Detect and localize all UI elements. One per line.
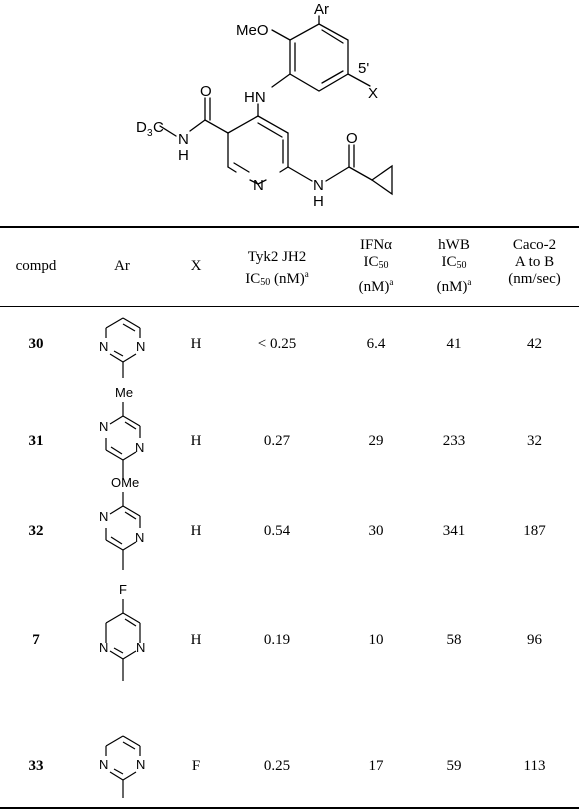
cell-tyk2: 0.54	[263, 523, 291, 539]
cell-compd: 30	[28, 336, 44, 352]
ar-structure-methoxypyrazinyl: OMe N N	[99, 475, 144, 570]
label-five-prime: 5'	[358, 60, 369, 77]
cell-hwb: 59	[446, 758, 462, 774]
label-x: X	[368, 85, 378, 102]
ar-n-left: N	[99, 757, 108, 772]
ar-structure-methylpyrazinyl: Me N N	[99, 385, 144, 480]
cell-x: H	[190, 433, 202, 449]
label-meo: MeO	[236, 22, 269, 39]
cell-compd: 32	[28, 523, 44, 539]
table-header-rule	[0, 306, 579, 307]
label-o-left: O	[200, 83, 212, 100]
cell-tyk2: 0.25	[263, 758, 291, 774]
cell-tyk2: < 0.25	[257, 336, 297, 352]
label-ar: Ar	[314, 1, 329, 18]
cell-ifn: 17	[368, 758, 384, 774]
header-x: X	[190, 258, 202, 274]
cell-tyk2: 0.19	[263, 632, 291, 648]
cell-x: H	[190, 523, 202, 539]
label-hn-top: HN	[244, 89, 266, 106]
ar-n-lower: N	[135, 440, 144, 455]
label-o-right: O	[346, 130, 358, 147]
cell-hwb: 341	[442, 523, 466, 539]
cell-compd: 31	[28, 433, 44, 449]
label-n-amide: N	[178, 131, 189, 148]
label-nh-h: H	[313, 193, 324, 210]
cell-ifn: 10	[368, 632, 384, 648]
cell-x: F	[191, 758, 201, 774]
cell-x: H	[190, 336, 202, 352]
label-n-ring: N	[253, 177, 264, 194]
cell-hwb: 41	[446, 336, 462, 352]
cell-compd: 33	[28, 758, 44, 774]
benzene-ring	[289, 23, 349, 92]
ar-structure-pyrimidin-2-yl: N N	[99, 735, 145, 798]
cell-ifn: 30	[368, 523, 384, 539]
ar-n-right: N	[136, 640, 145, 655]
label-d3c-c: C	[153, 119, 164, 136]
label-nh-n: N	[313, 177, 324, 194]
ar-n-left: N	[99, 339, 108, 354]
ar-substituent: OMe	[111, 475, 139, 490]
cell-caco2: 32	[527, 433, 542, 449]
header-hwb: hWB IC50 (nM)a	[436, 237, 472, 295]
label-d3c-sub: 3	[147, 128, 153, 139]
cell-caco2: 187	[523, 523, 546, 539]
ar-n-upper: N	[99, 419, 108, 434]
ar-substituent: F	[119, 582, 127, 597]
scaffold-structure: Ar MeO HN 5' X O D 3 C N H N N H O	[136, 1, 393, 210]
header-compd: compd	[15, 258, 57, 274]
ar-n-left: N	[99, 640, 108, 655]
cell-hwb: 233	[442, 433, 466, 449]
label-h-amide: H	[178, 147, 189, 164]
cell-hwb: 58	[446, 632, 462, 648]
cell-ifn: 6.4	[366, 336, 386, 352]
table-bottom-rule	[0, 807, 579, 809]
ar-structure-pyrimidin-2-yl: N N	[99, 317, 145, 378]
label-d3c-d: D	[136, 119, 147, 136]
ar-structure-fluoropyrimidinyl: F N N	[99, 582, 145, 681]
header-caco2: Caco-2 A to B (nm/sec)	[508, 237, 561, 287]
cell-caco2: 42	[527, 336, 542, 352]
header-ifn: IFNα IC50 (nM)a	[358, 237, 394, 295]
cell-x: H	[190, 632, 202, 648]
header-tyk2: Tyk2 JH2 IC50 (nM)a	[245, 249, 309, 288]
ar-n-right: N	[136, 757, 145, 772]
cell-ifn: 29	[368, 433, 384, 449]
ar-n-right: N	[136, 339, 145, 354]
header-ar: Ar	[114, 258, 130, 274]
ar-substituent: Me	[115, 385, 133, 400]
table-top-rule	[0, 226, 579, 228]
cell-compd: 7	[32, 632, 40, 648]
ar-n-lower: N	[135, 530, 144, 545]
cell-caco2: 113	[523, 758, 546, 774]
cell-tyk2: 0.27	[263, 433, 291, 449]
ar-n-upper: N	[99, 509, 108, 524]
cell-caco2: 96	[527, 632, 542, 648]
